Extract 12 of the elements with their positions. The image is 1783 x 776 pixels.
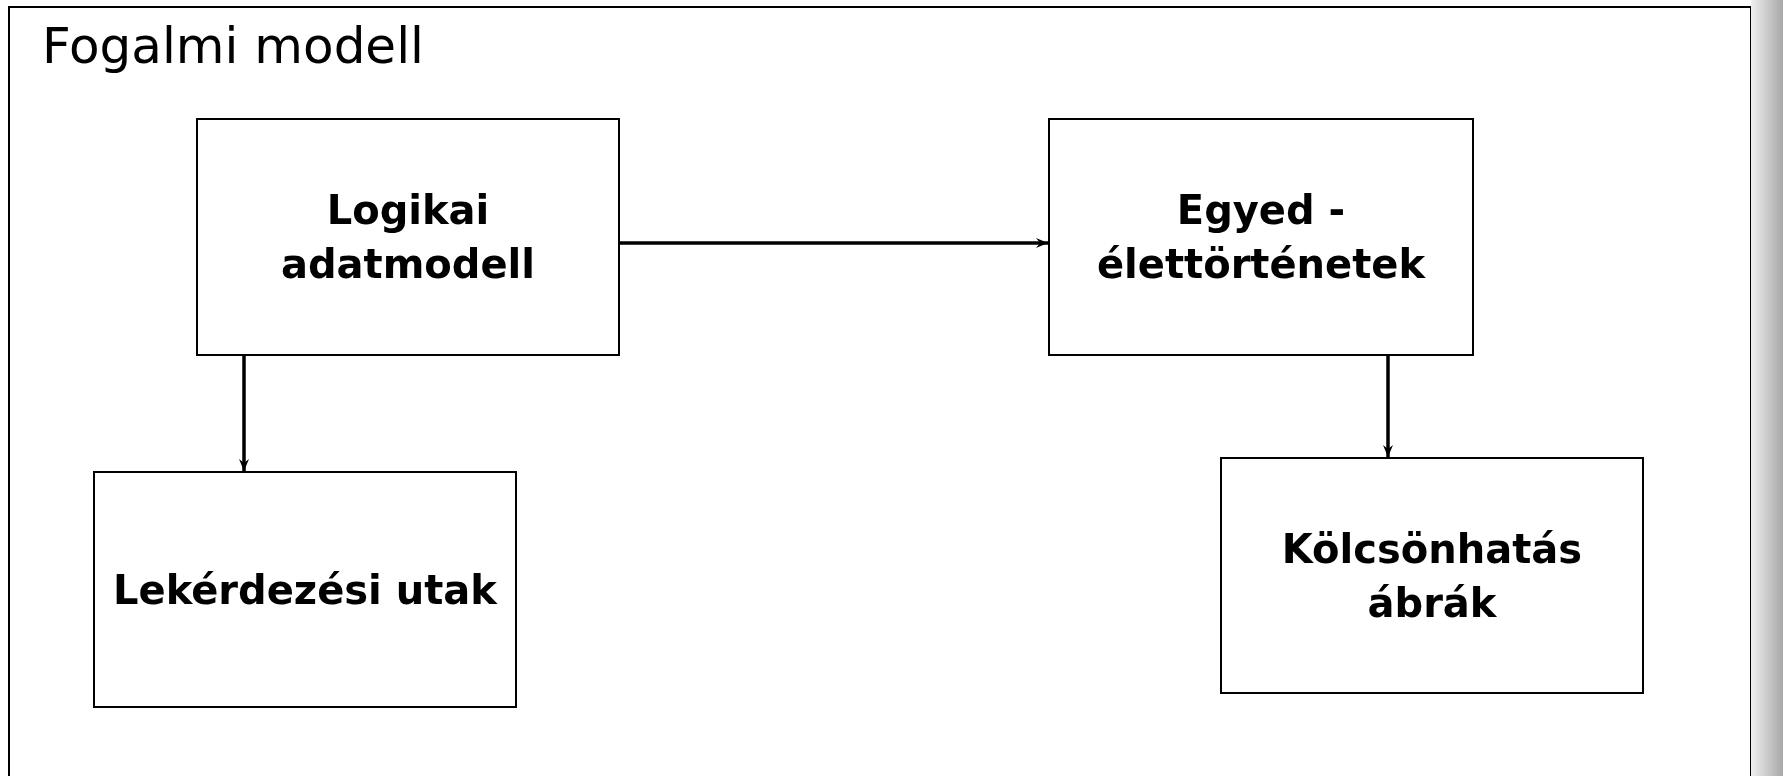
arrow [239,356,249,471]
box-label: Lekérdezési utak [113,565,497,615]
arrow [620,238,1048,248]
box-label: Kölcsönhatás ábrák [1280,524,1584,628]
arrow [1383,356,1393,457]
box-label: Logikai adatmodell [279,186,537,289]
slide-title: Fogalmi modell [42,16,424,76]
box-label: Egyed - élettörténetek [1095,186,1427,289]
process-box [196,118,620,356]
process-box [1048,118,1474,356]
process-box [1220,457,1644,694]
process-box [93,471,517,708]
